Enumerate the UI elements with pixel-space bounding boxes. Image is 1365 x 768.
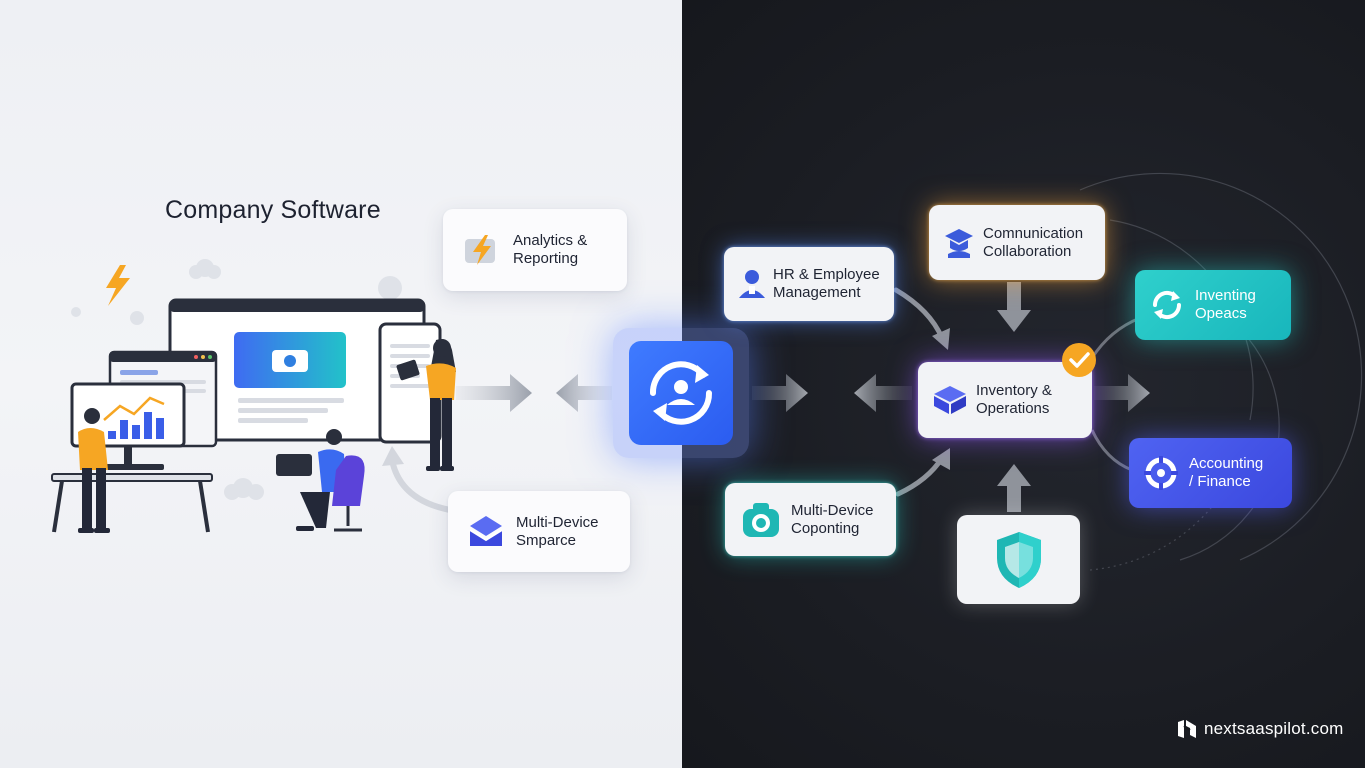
communication-label-line2: Collaboration	[983, 242, 1072, 260]
communication-collaboration-card[interactable]: Comnunication Collaboration	[929, 205, 1105, 280]
seated-person-illustration	[276, 429, 365, 532]
analytics-label-line1: Analytics &	[513, 232, 588, 249]
central-hub-tile	[629, 341, 733, 445]
accounting-finance-card[interactable]: Accounting / Finance	[1129, 438, 1292, 508]
multi-device-left-label-line1: Multi-Device	[516, 513, 599, 531]
lightning-icon	[106, 265, 130, 306]
left-arrows	[382, 374, 612, 513]
inventory-label-line1: Inventory &	[976, 382, 1052, 399]
communication-label-line1: Comnunication	[983, 224, 1084, 242]
security-card[interactable]	[957, 515, 1080, 604]
multi-device-right-label-line1: Multi-Device	[791, 501, 874, 519]
multi-device-left-label-line2: Smparce	[516, 531, 577, 549]
shield-icon	[996, 531, 1041, 588]
inventory-operations-card[interactable]: Inventory & Operations	[918, 362, 1092, 438]
standing-person-illustration	[378, 322, 456, 471]
gear-icon	[1144, 456, 1178, 490]
brand-logo-icon	[1178, 720, 1196, 738]
lightning-icon	[465, 235, 495, 265]
accounting-label-line1: Accounting	[1189, 455, 1264, 472]
hr-employee-card[interactable]: HR & Employee Management	[724, 247, 894, 321]
layers-icon	[469, 515, 503, 546]
camera-icon	[743, 502, 779, 537]
analytics-reporting-card[interactable]: Analytics & Reporting	[443, 209, 627, 291]
multi-device-coponting-card[interactable]: Multi-Device Coponting	[725, 483, 896, 556]
hr-label-line1: HR & Employee	[773, 266, 880, 283]
brand-name: nextsaaspilot.com	[1204, 719, 1344, 738]
box-icon	[934, 386, 966, 414]
multi-device-right-label-line2: Coponting	[791, 519, 860, 537]
inventory-label-line2: Operations	[976, 400, 1050, 417]
left-decorations	[71, 259, 402, 500]
orbit-arcs	[1079, 172, 1363, 571]
inventing-label-line2: Opeacs	[1195, 305, 1247, 322]
brand-watermark[interactable]: nextsaaspilot.com	[1176, 718, 1343, 740]
graduation-cap-icon	[945, 228, 973, 258]
central-hub[interactable]	[613, 328, 749, 458]
multi-device-smparce-card[interactable]: Multi-Device Smparce	[448, 491, 630, 572]
page-title: Company Software	[165, 196, 381, 224]
sync-icon	[1152, 290, 1182, 320]
right-arrows	[752, 282, 1150, 512]
hr-label-line2: Management	[773, 284, 861, 301]
inventing-label-line1: Inventing	[1195, 287, 1256, 304]
desk-person-illustration	[51, 382, 213, 533]
person-icon	[739, 270, 765, 298]
analytics-label-line2: Reporting	[513, 250, 579, 267]
accounting-label-line2: / Finance	[1189, 473, 1251, 490]
main-monitor-illustration	[168, 298, 426, 442]
user-sync-icon	[649, 361, 713, 425]
inventing-opeacs-card[interactable]: Inventing Opeacs	[1135, 270, 1291, 340]
check-badge-icon	[1062, 343, 1096, 377]
